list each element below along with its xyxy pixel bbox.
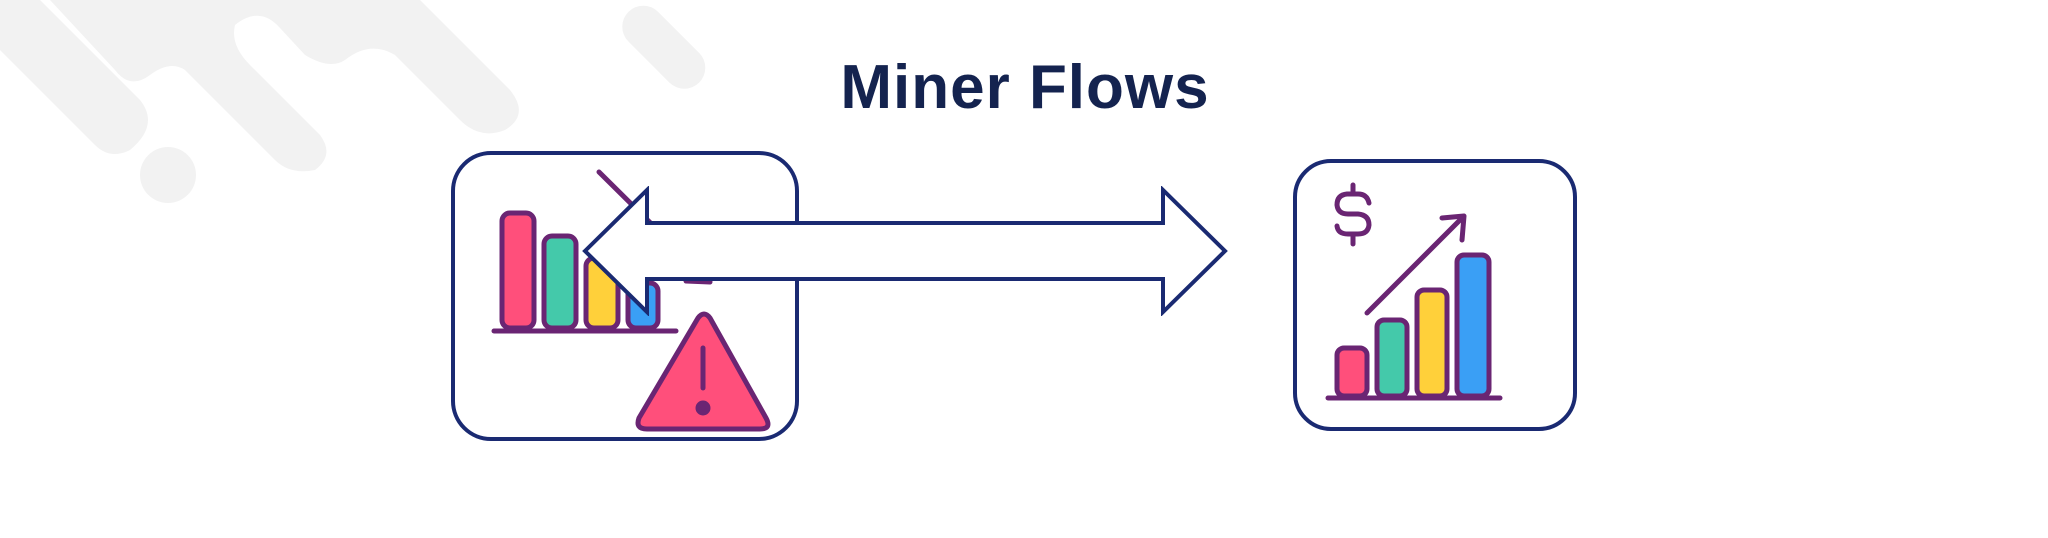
bidirectional-arrow-icon bbox=[582, 186, 1228, 316]
bar-pink bbox=[1334, 345, 1370, 399]
dollar-sign bbox=[1334, 182, 1372, 247]
bar-teal bbox=[541, 233, 579, 331]
rising-bar-chart-dollar-icon bbox=[1293, 159, 1577, 431]
bar-teal bbox=[1374, 317, 1410, 399]
up-trend-arrow bbox=[1364, 213, 1467, 316]
page-title: Miner Flows bbox=[840, 53, 1210, 122]
bar-pink bbox=[499, 210, 537, 331]
bar-blue bbox=[1454, 252, 1492, 399]
bar-yellow bbox=[1414, 287, 1450, 399]
background-decoration bbox=[0, 0, 706, 203]
